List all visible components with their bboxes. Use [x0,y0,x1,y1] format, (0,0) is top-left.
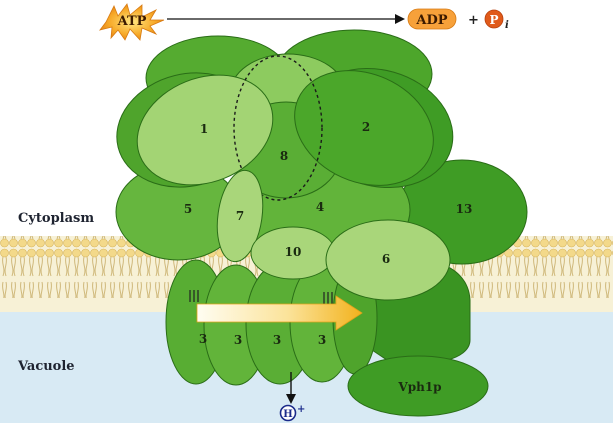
adp-badge: ADP [408,9,456,29]
subunit-2-label: 2 [362,120,370,134]
vacuole-label: Vacuole [17,359,75,374]
atp-label: ATP [117,14,147,29]
plus-sign: + [468,13,479,28]
subunit-3d-label: 3 [318,333,326,347]
subunit-8-label: 8 [280,149,288,163]
phosphate-letter: P [489,13,498,27]
subunit-6-label: 6 [382,252,390,266]
subunit-13-label: 13 [456,202,473,216]
subunit-5-label: 5 [184,202,192,216]
cytoplasm-label: Cytoplasm [18,211,94,226]
adp-label: ADP [415,13,447,28]
vph1p-label: Vph1p [397,380,441,394]
subunit-10-label: 10 [285,245,302,259]
subunit-1-label: 1 [200,122,208,136]
proton-letter: H [283,409,292,420]
subunit-4-label: 4 [316,200,324,214]
subunit-3b-label: 3 [234,333,242,347]
proton-charge: + [297,404,305,415]
subunit-7-label: 7 [236,209,244,223]
phosphate-subscript: i [505,20,509,31]
subunit-3c-label: 3 [273,333,281,347]
subunit-3a-label: 3 [199,332,207,346]
